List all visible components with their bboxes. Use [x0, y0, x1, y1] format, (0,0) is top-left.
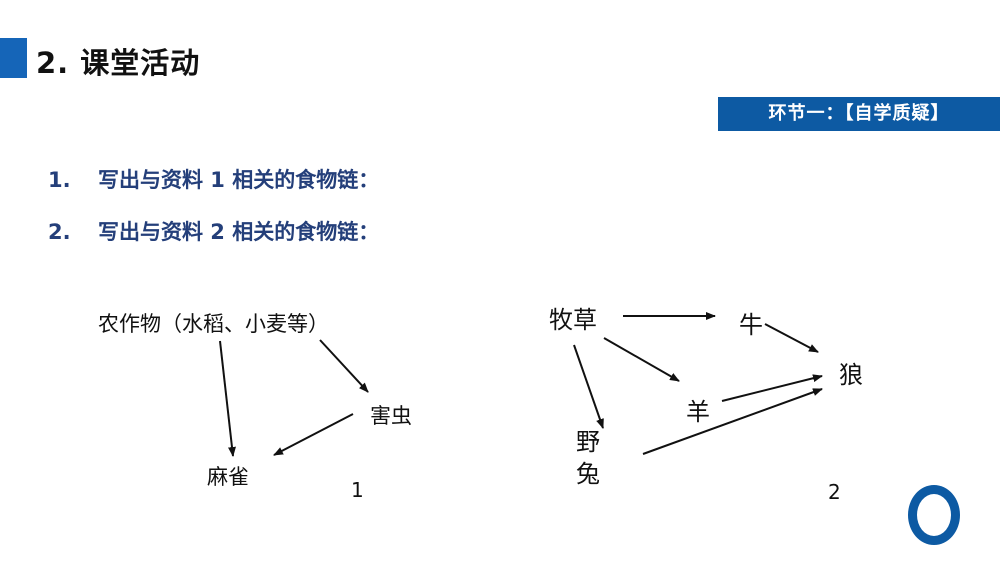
task-text: 写出与资料 1 相关的食物链： — [98, 168, 380, 192]
arrow-crops-pest — [319, 339, 369, 393]
node-hare-bottom: 兔 — [576, 460, 600, 488]
arrow-cow-wolf — [764, 323, 819, 353]
task-item-2: 2. 写出与资料 2 相关的食物链： — [48, 216, 379, 246]
arrow-sheep-wolf — [721, 374, 823, 402]
node-cow: 牛 — [739, 311, 763, 339]
diagram-label-1: 1 — [351, 478, 364, 502]
task-number: 2. — [48, 220, 71, 244]
arrow-crops-sparrow — [219, 340, 236, 457]
node-sheep: 羊 — [686, 398, 710, 426]
task-text: 写出与资料 2 相关的食物链： — [98, 220, 380, 244]
node-grass: 牧草 — [549, 306, 597, 334]
title-accent-bar — [0, 38, 27, 78]
arrow-grass-sheep — [603, 337, 680, 382]
page-title: 2. 课堂活动 — [36, 46, 201, 80]
arrow-grass-hare — [573, 344, 604, 429]
node-hare-top: 野 — [576, 428, 600, 456]
arrow-hare-wolf — [642, 388, 823, 455]
task-item-1: 1. 写出与资料 1 相关的食物链： — [48, 164, 379, 194]
diagram-label-2: 2 — [828, 480, 841, 504]
node-pest: 害虫 — [370, 404, 412, 428]
arrow-pest-sparrow — [273, 413, 354, 456]
section-tag: 环节一：【自学质疑】 — [718, 97, 1000, 131]
node-crops: 农作物（水稻、小麦等） — [98, 312, 329, 336]
node-wolf: 狼 — [839, 361, 863, 389]
node-sparrow: 麻雀 — [207, 465, 249, 489]
task-number: 1. — [48, 168, 71, 192]
circle-o-icon — [908, 485, 960, 545]
